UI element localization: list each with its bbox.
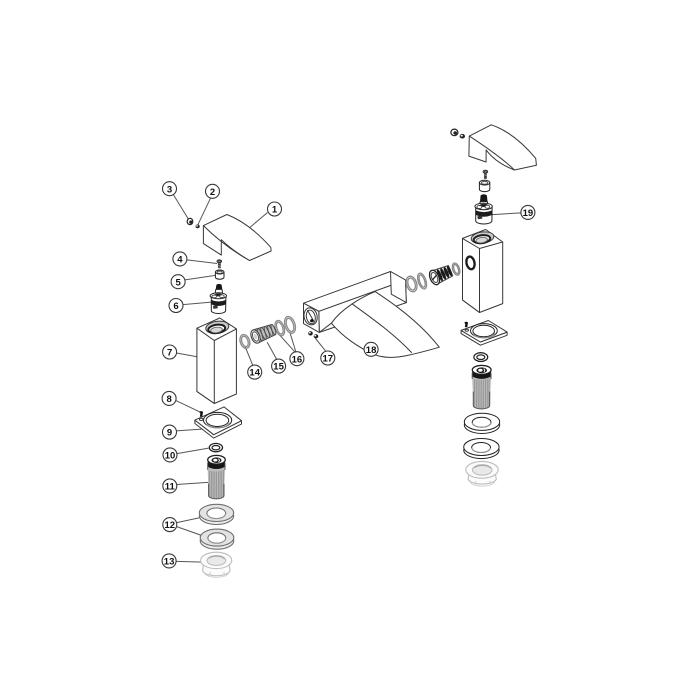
svg-text:12: 12	[165, 520, 176, 531]
svg-text:6: 6	[173, 301, 178, 312]
svg-text:5: 5	[175, 277, 181, 288]
svg-text:7: 7	[167, 348, 172, 359]
svg-text:14: 14	[249, 368, 260, 379]
svg-text:19: 19	[523, 208, 534, 219]
svg-text:8: 8	[166, 394, 171, 405]
svg-text:2: 2	[210, 187, 215, 198]
svg-text:18: 18	[366, 345, 377, 356]
svg-text:1: 1	[272, 205, 278, 216]
svg-text:9: 9	[167, 428, 172, 439]
svg-text:13: 13	[164, 557, 175, 568]
svg-text:11: 11	[165, 482, 176, 493]
svg-text:10: 10	[165, 451, 176, 462]
svg-text:17: 17	[323, 354, 334, 365]
svg-text:16: 16	[292, 354, 303, 365]
svg-text:4: 4	[177, 255, 183, 266]
svg-text:3: 3	[167, 184, 172, 195]
svg-text:15: 15	[273, 362, 284, 373]
